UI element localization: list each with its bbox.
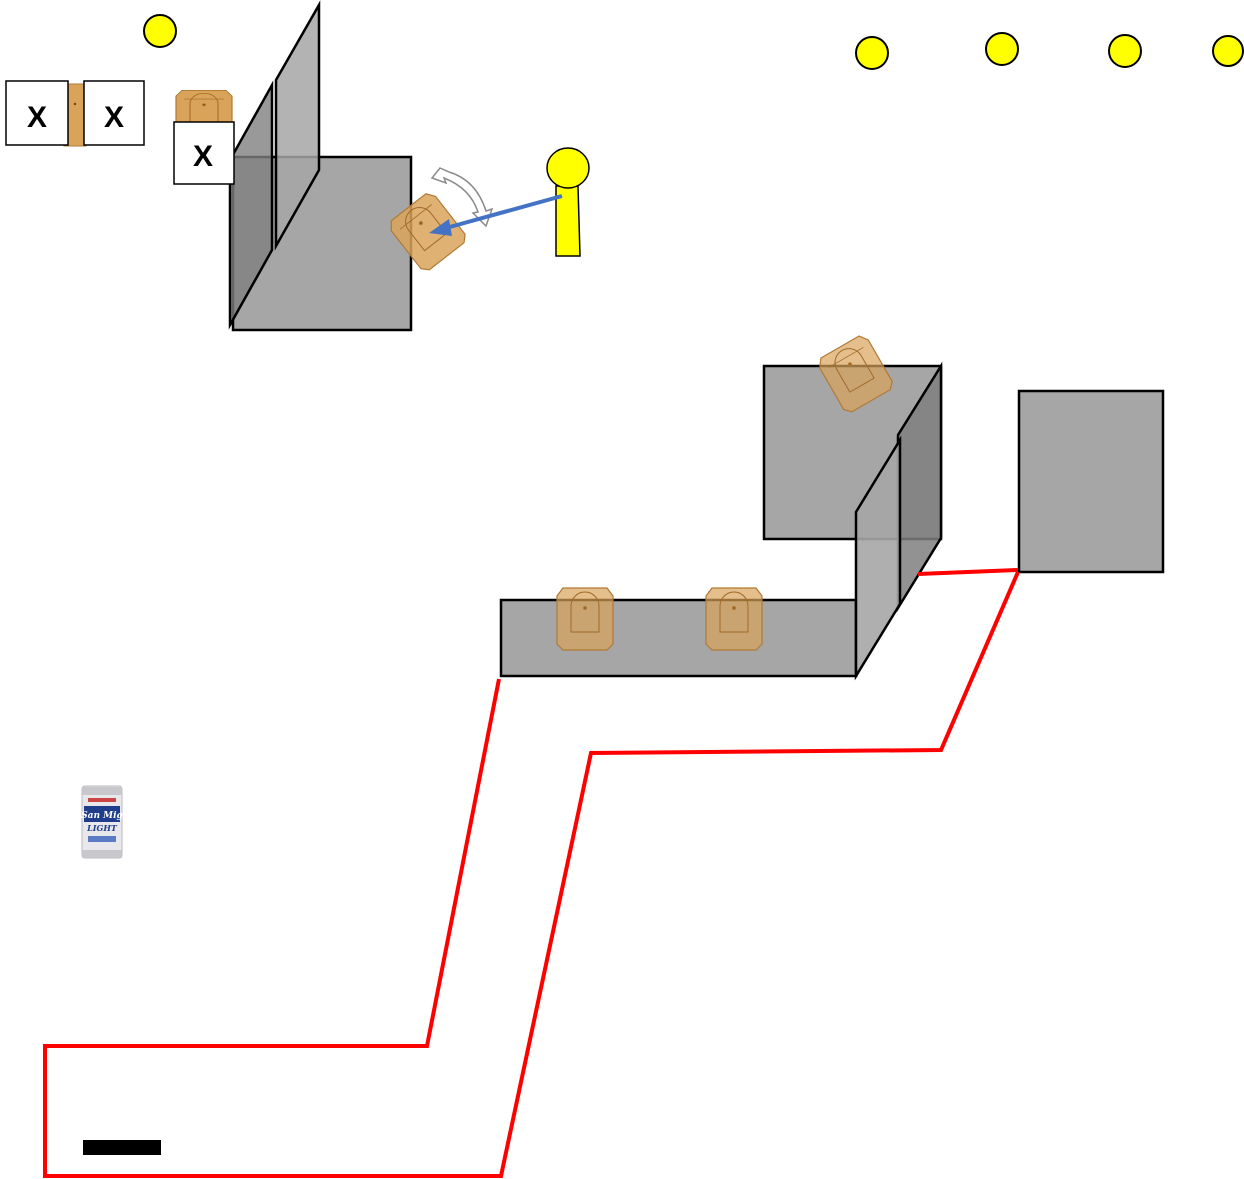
barricade-far-right: [1017, 389, 1165, 574]
no-shoot-1: X: [5, 80, 69, 146]
barricade-corner-panel: [854, 435, 902, 681]
shot-direction-arrow: [429, 194, 563, 236]
barricade-top-left: [228, 0, 413, 332]
barricade-top-left-panel-outer: [228, 80, 274, 330]
popper-icon: [1212, 35, 1244, 67]
no-shoot-label: X: [104, 101, 124, 134]
target-on-barricade-long-1: [556, 587, 614, 651]
rotate-arrow-icon: [430, 167, 494, 228]
shooter-icon: [546, 147, 590, 257]
barricade-top-left-panel-inner: [274, 0, 321, 251]
popper-row: [855, 32, 1244, 70]
popper-icon: [985, 32, 1019, 66]
fault-line-outer: [43, 571, 1020, 1178]
can-brand-line2: LIGHT: [86, 823, 118, 833]
start-position-bar: [83, 1140, 161, 1155]
no-shoot-label: X: [193, 140, 213, 173]
beer-can-icon: San Mig LIGHT: [81, 785, 123, 859]
can-brand-line1: San Mig: [81, 811, 123, 821]
no-shoot-x-icon: [83, 80, 145, 146]
no-shoot-label: X: [27, 101, 47, 134]
fault-line-connector: [917, 568, 1019, 576]
no-shoot-x-icon: [173, 121, 235, 185]
barricade-long: [499, 598, 858, 678]
barricade-right: [499, 332, 943, 681]
target-on-barricade-long-2: [705, 587, 763, 651]
no-shoot-2: X: [83, 80, 145, 146]
no-shoot-x-icon: [5, 80, 69, 146]
popper-icon: [855, 36, 889, 70]
popper-icon: [143, 14, 177, 48]
popper-icon: [1108, 34, 1142, 68]
no-shoot-3: X: [173, 121, 235, 185]
